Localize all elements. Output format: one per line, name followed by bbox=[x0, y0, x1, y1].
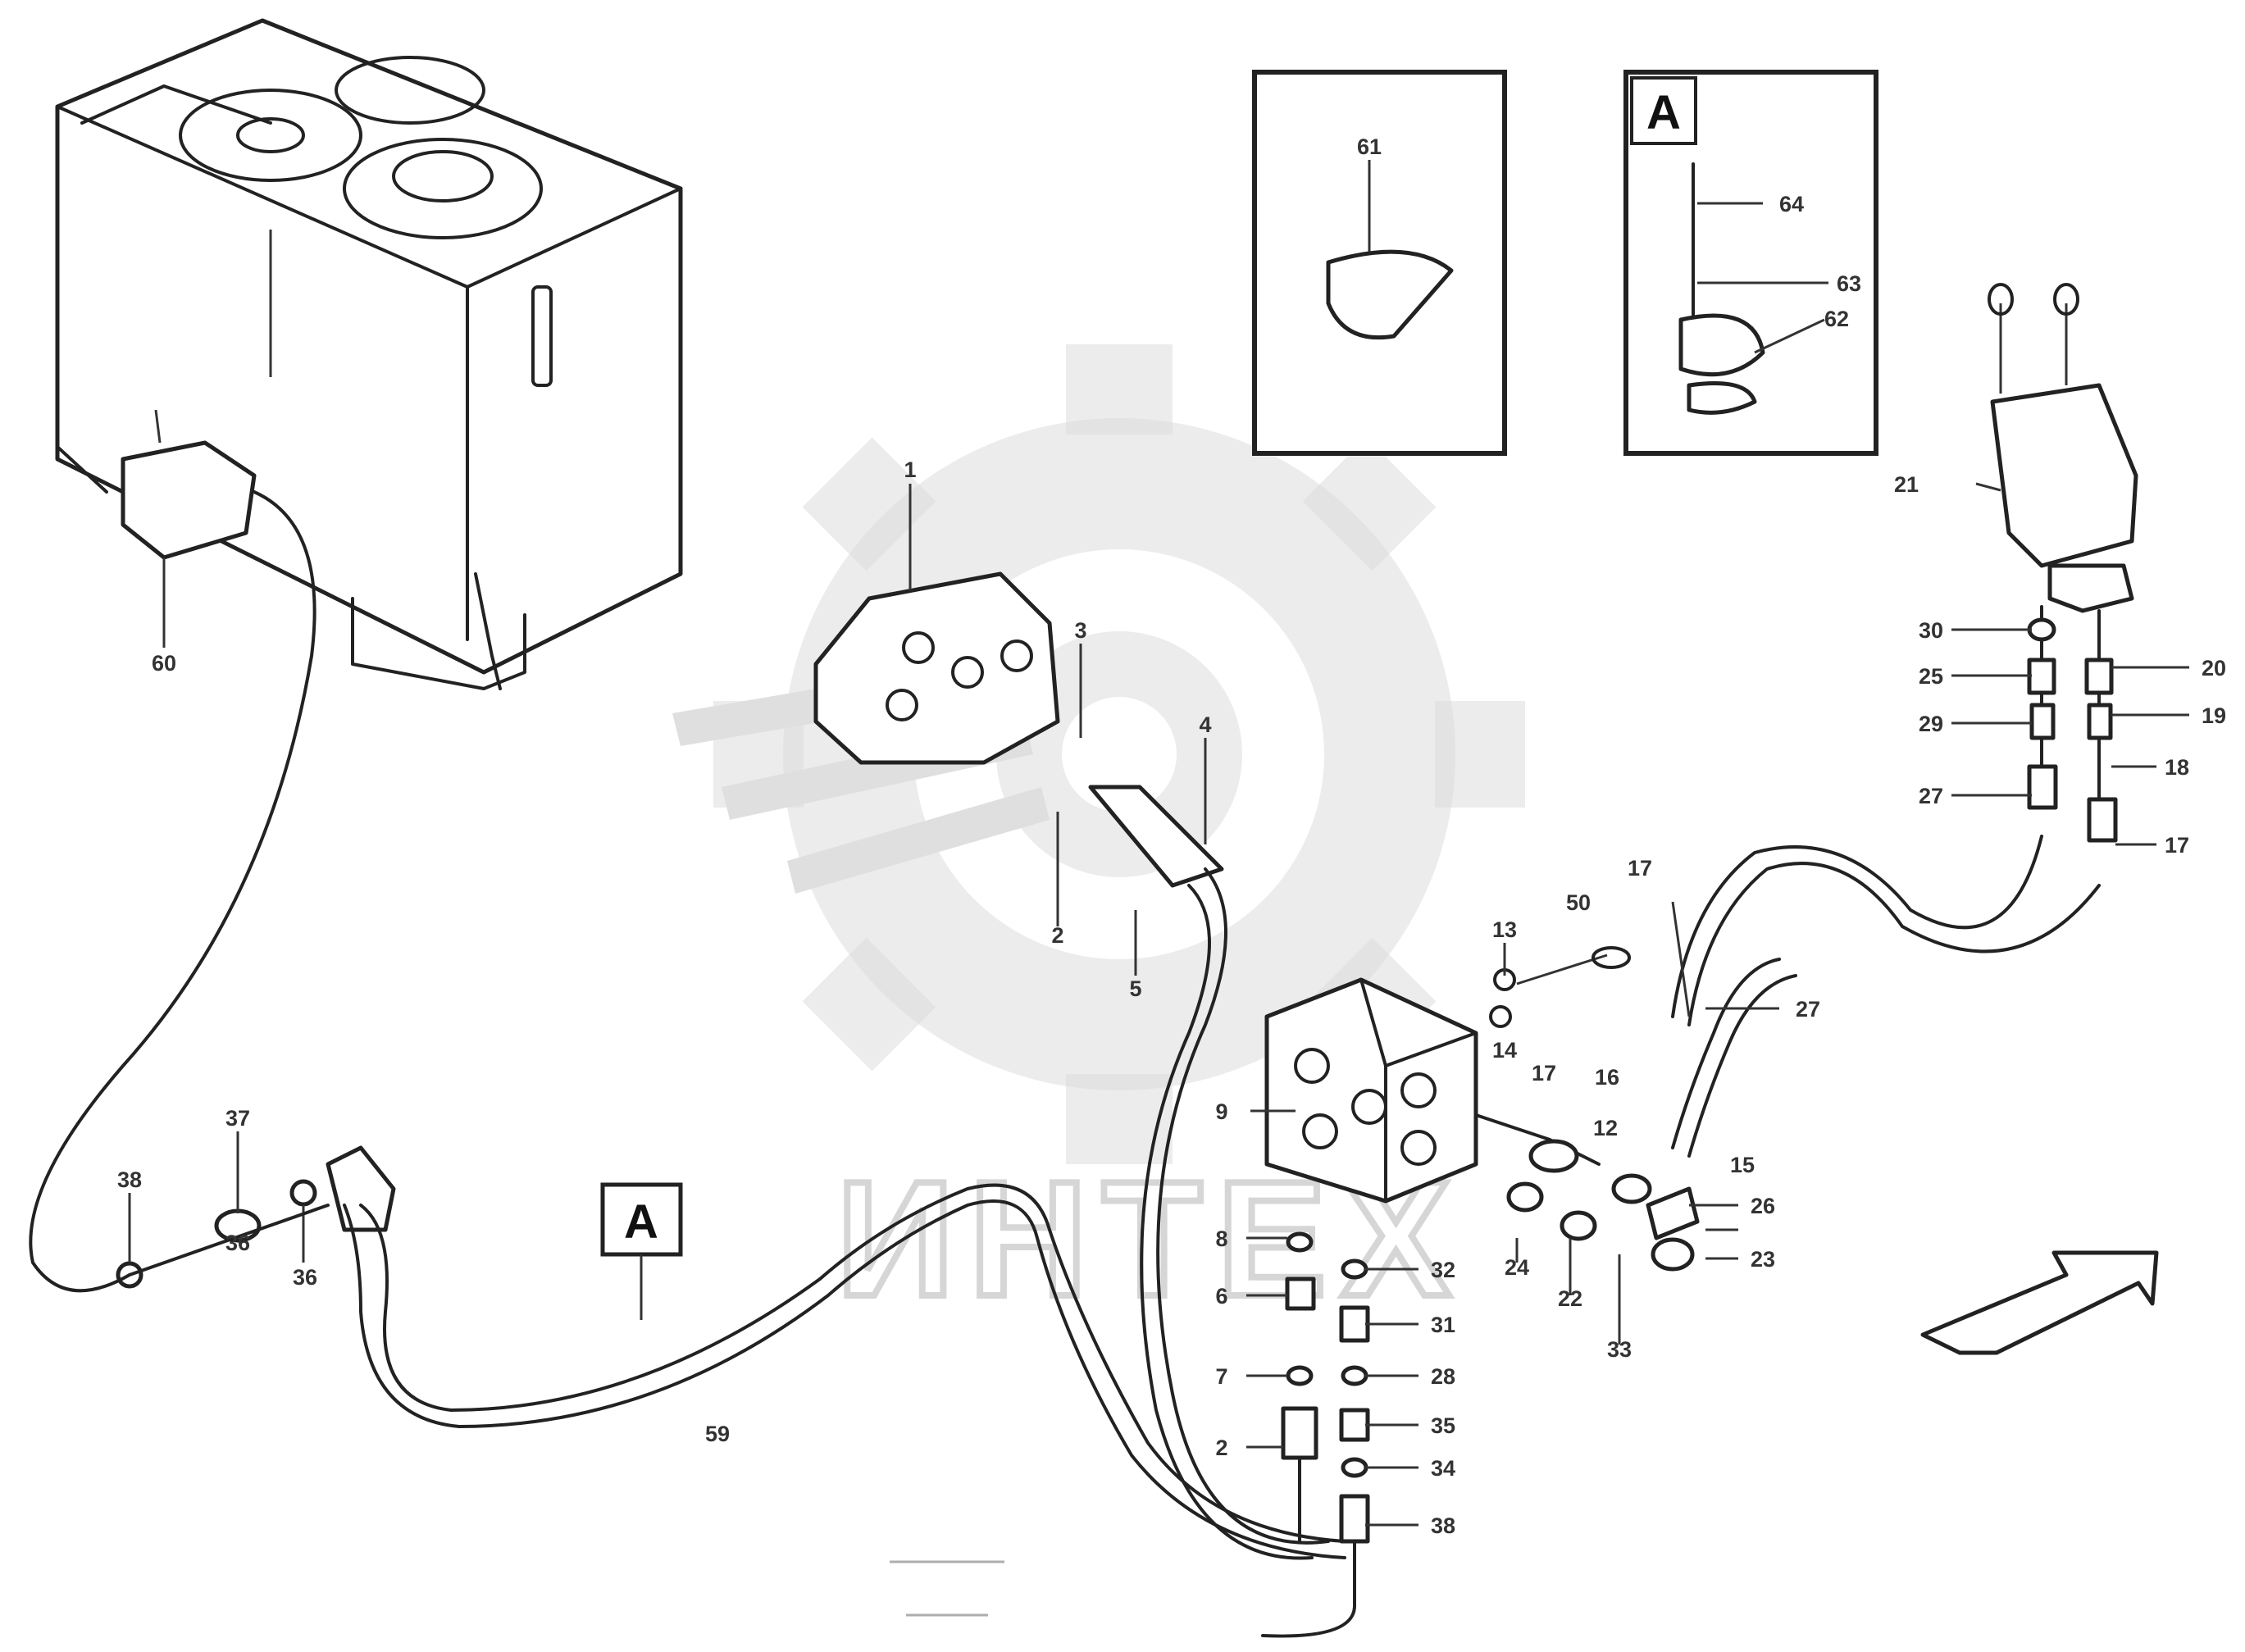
callout: 17 bbox=[2165, 833, 2189, 858]
callout: 38 bbox=[117, 1167, 142, 1192]
callout: 27 bbox=[1796, 997, 1820, 1022]
main-valve bbox=[1250, 946, 1700, 1345]
callout: 32 bbox=[1431, 1258, 1455, 1282]
callout: 12 bbox=[1593, 1116, 1618, 1140]
leader-lines bbox=[1246, 482, 2189, 1527]
callout: 59 bbox=[705, 1422, 730, 1446]
callout: 17 bbox=[1532, 1061, 1556, 1085]
control-valve-block bbox=[813, 484, 1224, 976]
callout: 21 bbox=[1894, 472, 1919, 497]
detail-box-plain bbox=[1252, 70, 1507, 456]
callout: 26 bbox=[1751, 1194, 1775, 1218]
callout: 34 bbox=[1431, 1456, 1455, 1481]
callout: 9 bbox=[1215, 1099, 1227, 1124]
callout: 3 bbox=[1074, 618, 1086, 643]
callout: 63 bbox=[1837, 271, 1861, 296]
callout: 36 bbox=[225, 1231, 250, 1255]
callout: 2 bbox=[1215, 1436, 1227, 1460]
callout: 16 bbox=[1595, 1065, 1619, 1090]
callout: 4 bbox=[1199, 712, 1211, 737]
direction-arrow bbox=[1920, 1250, 2159, 1355]
callout: 20 bbox=[2202, 656, 2226, 680]
callout: 13 bbox=[1492, 917, 1517, 942]
callout: 36 bbox=[293, 1265, 317, 1290]
callout: 2 bbox=[1051, 923, 1063, 948]
detail-box-a-label: A bbox=[1646, 86, 1681, 139]
callout: 24 bbox=[1505, 1255, 1529, 1280]
callout: 17 bbox=[1628, 856, 1652, 881]
callout: 33 bbox=[1607, 1337, 1632, 1362]
section-a-marker: A bbox=[600, 1182, 683, 1320]
callout: 38 bbox=[1431, 1513, 1455, 1538]
callout: 7 bbox=[1215, 1364, 1227, 1389]
left-fittings bbox=[116, 1131, 396, 1289]
callout: 14 bbox=[1492, 1038, 1517, 1063]
hoses bbox=[29, 490, 2101, 1638]
callout: 50 bbox=[1566, 890, 1591, 915]
callout: 18 bbox=[2165, 755, 2189, 780]
callout: 28 bbox=[1431, 1364, 1455, 1389]
callout: 29 bbox=[1919, 712, 1943, 736]
callout: 31 bbox=[1431, 1313, 1455, 1337]
callout: 15 bbox=[1730, 1153, 1755, 1177]
detail-box-a: A bbox=[1623, 70, 1878, 456]
drawing-reference bbox=[890, 1560, 1004, 1617]
callout: 60 bbox=[152, 651, 176, 676]
callout: 61 bbox=[1357, 134, 1382, 159]
callout: 27 bbox=[1919, 784, 1943, 808]
callout: 1 bbox=[904, 457, 916, 482]
callout: 22 bbox=[1558, 1286, 1582, 1311]
callout: 19 bbox=[2202, 703, 2226, 728]
callout: 8 bbox=[1215, 1226, 1227, 1251]
callout: 64 bbox=[1779, 192, 1804, 216]
callout: 37 bbox=[225, 1106, 250, 1131]
callout-labels: 60 38 37 36 36 59 1 3 4 2 5 61 64 63 62 … bbox=[117, 134, 2226, 1538]
callout: 6 bbox=[1215, 1284, 1227, 1308]
callout: 23 bbox=[1751, 1247, 1775, 1272]
callout: 25 bbox=[1919, 664, 1943, 689]
fittings-stack bbox=[1281, 1231, 1370, 1544]
callout: 5 bbox=[1129, 976, 1141, 1001]
pilot-valve bbox=[1988, 283, 2138, 843]
section-a-label: A bbox=[624, 1195, 658, 1249]
callout: 30 bbox=[1919, 618, 1943, 643]
callout: 62 bbox=[1824, 307, 1849, 331]
hydraulic-tank bbox=[55, 18, 683, 690]
callout: 35 bbox=[1431, 1413, 1455, 1438]
